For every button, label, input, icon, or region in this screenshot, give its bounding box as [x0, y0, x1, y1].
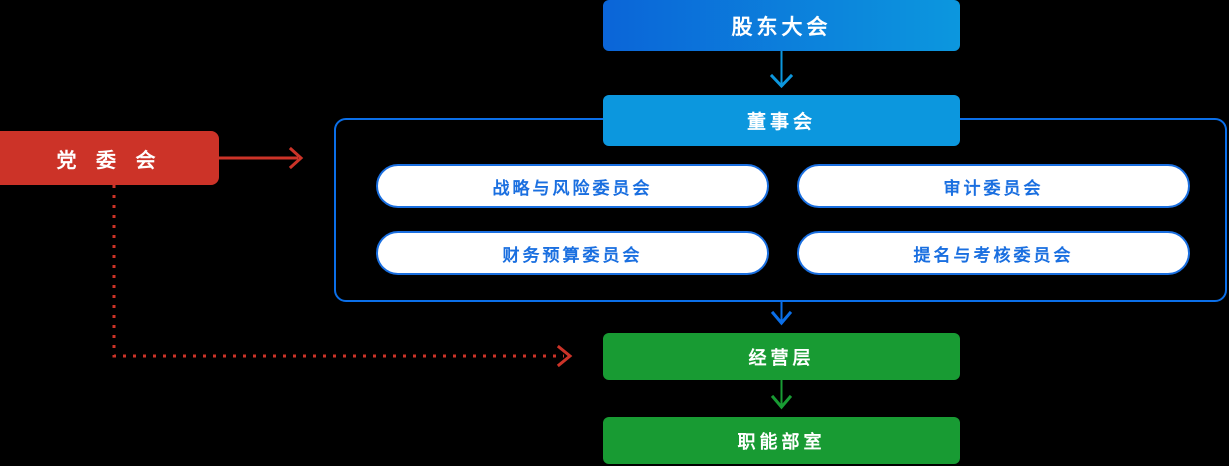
- node-functional-departments[interactable]: 职能部室: [603, 417, 960, 464]
- committee-strategy-and-risk[interactable]: 战略与风险委员会: [376, 164, 769, 208]
- node-board-of-directors[interactable]: 董事会: [603, 95, 960, 146]
- committee-nomination-and-appraisal[interactable]: 提名与考核委员会: [797, 231, 1190, 275]
- committee-finance-budget[interactable]: 财务预算委员会: [376, 231, 769, 275]
- arrow-board-to-management: [770, 302, 793, 326]
- arrow-management-to-departments: [770, 380, 793, 410]
- committee-audit[interactable]: 审计委员会: [797, 164, 1190, 208]
- arrow-party-to-board: [219, 146, 304, 170]
- node-party-committee[interactable]: 党 委 会: [0, 131, 219, 185]
- node-shareholders-meeting[interactable]: 股东大会: [603, 0, 960, 51]
- arrow-shareholders-to-board: [769, 51, 794, 89]
- node-management-layer[interactable]: 经营层: [603, 333, 960, 380]
